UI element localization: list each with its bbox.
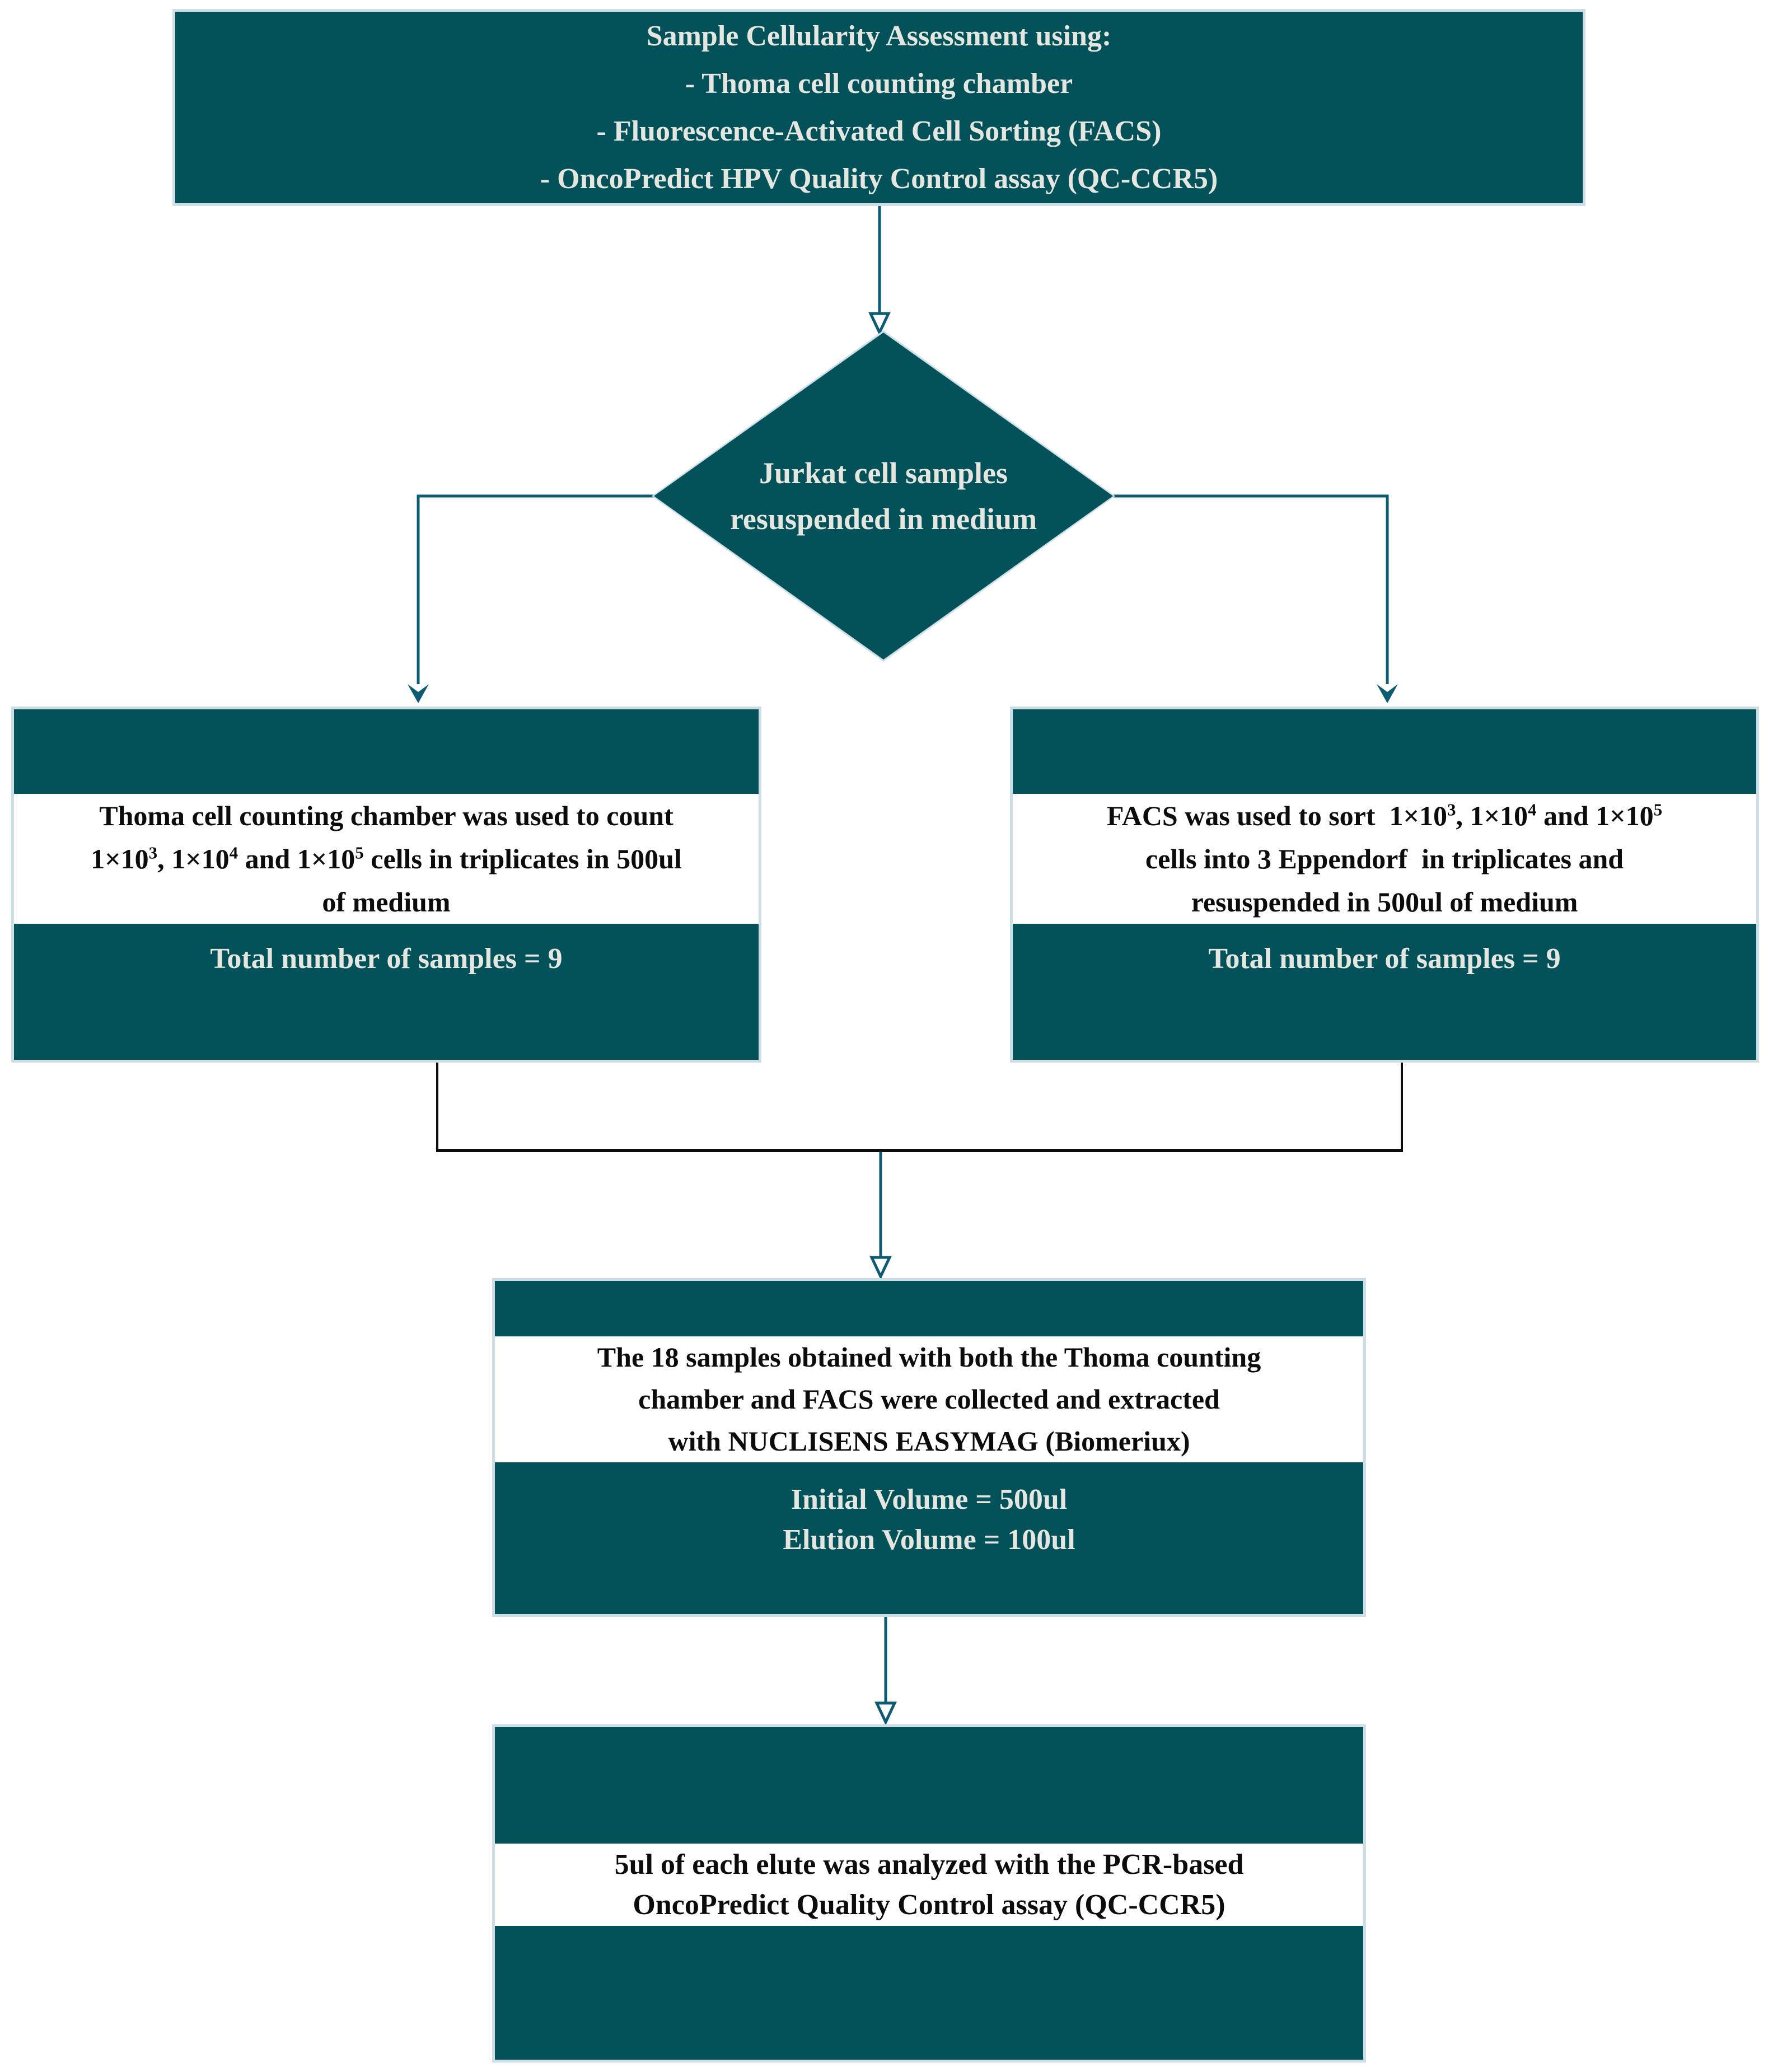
decision-diamond-border: Jurkat cell samples resuspended in mediu… <box>652 330 1115 662</box>
extraction-volume-block: Initial Volume = 500ul Elution Volume = … <box>495 1478 1363 1562</box>
assessment-line: Sample Cellularity Assessment using: <box>646 20 1112 52</box>
thoma-description-line: Thoma cell counting chamber was used to … <box>99 799 673 831</box>
arrow-extraction-to-pcr-head-icon <box>874 1701 897 1725</box>
process-box-assessment: Sample Cellularity Assessment using: - T… <box>172 9 1585 206</box>
extraction-description-line: chamber and FACS were collected and extr… <box>638 1383 1220 1415</box>
extraction-description-line: with NUCLISENS EASYMAG (Biomeriux) <box>668 1425 1190 1457</box>
arrow-diamond-to-facs-line <box>1111 494 1389 684</box>
thoma-description-band: Thoma cell counting chamber was used to … <box>14 794 759 924</box>
facs-description-line: FACS was used to sort 1×103, 1×104 and 1… <box>1106 799 1663 831</box>
thoma-total-block: Total number of samples = 9 <box>14 924 759 993</box>
decision-diamond: Jurkat cell samples resuspended in mediu… <box>654 333 1113 660</box>
facs-description-line: cells into 3 Eppendorf in triplicates an… <box>1145 843 1624 874</box>
assessment-line: - Thoma cell counting chamber <box>685 68 1073 100</box>
arrow-diamond-to-thoma-line <box>417 494 656 684</box>
facs-description-line: resuspended in 500ul of medium <box>1191 886 1578 918</box>
extraction-volume-line: Elution Volume = 100ul <box>783 1524 1075 1556</box>
pcr-description-line: 5ul of each elute was analyzed with the … <box>614 1848 1244 1881</box>
assessment-line: - Fluorescence-Activated Cell Sorting (F… <box>596 115 1162 147</box>
arrow-topbox-to-diamond-head-icon <box>868 312 891 336</box>
process-box-extraction: The 18 samples obtained with both the Th… <box>492 1278 1366 1617</box>
pcr-description-line: OncoPredict Quality Control assay (QC-CC… <box>633 1888 1226 1921</box>
decision-line: Jurkat cell samples <box>759 456 1008 490</box>
process-box-facs: FACS was used to sort 1×103, 1×104 and 1… <box>1010 707 1759 1063</box>
thoma-description-line: 1×103, 1×104 and 1×105 cells in triplica… <box>91 842 682 874</box>
extraction-description-band: The 18 samples obtained with both the Th… <box>495 1336 1363 1462</box>
extraction-description-line: The 18 samples obtained with both the Th… <box>597 1341 1261 1373</box>
decision-diamond-text: Jurkat cell samples resuspended in mediu… <box>654 333 1113 660</box>
extraction-volume-line: Initial Volume = 500ul <box>791 1484 1068 1516</box>
process-box-thoma: Thoma cell counting chamber was used to … <box>11 707 761 1063</box>
facs-description-band: FACS was used to sort 1×103, 1×104 and 1… <box>1013 794 1756 924</box>
assessment-line: - OncoPredict HPV Quality Control assay … <box>540 163 1218 195</box>
facs-total-block: Total number of samples = 9 <box>1013 924 1756 993</box>
facs-total-label: Total number of samples = 9 <box>1208 942 1561 975</box>
thoma-total-label: Total number of samples = 9 <box>210 942 563 975</box>
arrow-diamond-to-thoma-head-icon <box>408 684 429 703</box>
decision-line: resuspended in medium <box>729 502 1037 536</box>
pcr-description-band: 5ul of each elute was analyzed with the … <box>495 1844 1363 1926</box>
thoma-description-line: of medium <box>322 886 451 918</box>
process-box-pcr: 5ul of each elute was analyzed with the … <box>492 1724 1366 2062</box>
arrow-merge-to-extraction-head-icon <box>869 1256 892 1280</box>
arrow-diamond-to-facs-head-icon <box>1377 684 1398 703</box>
assessment-text: Sample Cellularity Assessment using: - T… <box>175 12 1583 203</box>
